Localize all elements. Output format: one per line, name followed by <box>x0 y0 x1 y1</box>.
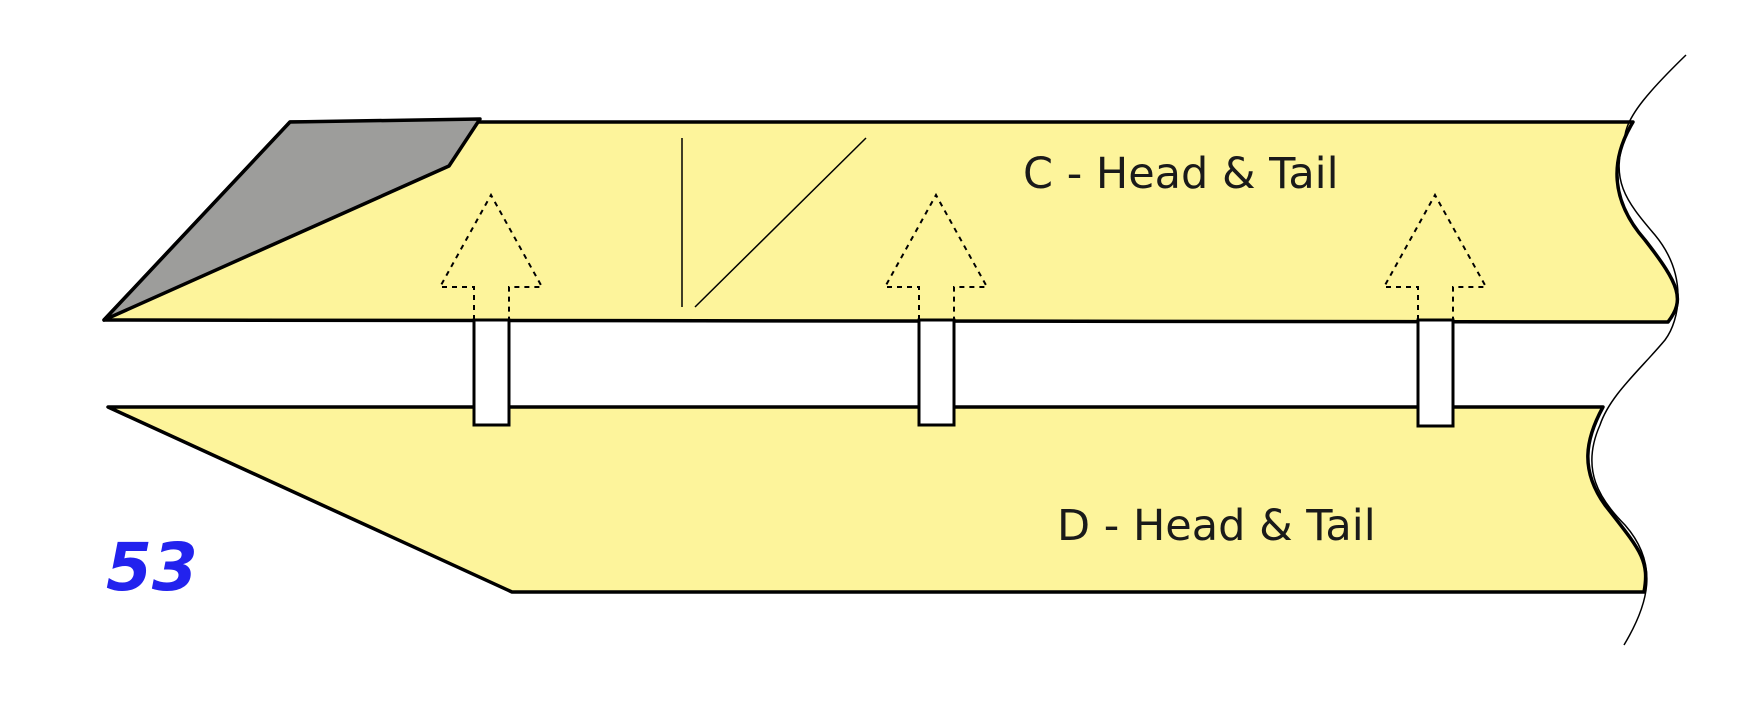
dotted-arrow-3-icon <box>1382 192 1488 320</box>
diagonal-fold-line <box>694 137 867 308</box>
step-number: 53 <box>106 529 198 606</box>
strip-d-label: D - Head & Tail <box>1057 501 1376 551</box>
connector-tab-3 <box>1416 318 1455 428</box>
dotted-arrow-1-icon <box>438 192 544 320</box>
connector-tab-2 <box>917 318 956 427</box>
strip-c-label: C - Head & Tail <box>1023 149 1339 199</box>
torn-edge-line <box>1591 54 1687 646</box>
dotted-arrow-2-icon <box>883 192 989 320</box>
strip-d <box>106 405 1648 594</box>
folded-corner-flap <box>102 117 482 322</box>
connector-tab-1 <box>472 318 511 427</box>
